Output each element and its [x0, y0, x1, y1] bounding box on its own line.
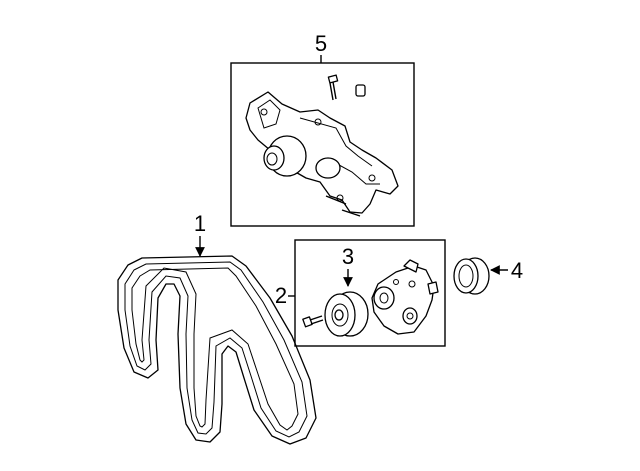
- callout-4: 4: [511, 258, 523, 283]
- water-pump-group: 5: [230, 31, 415, 227]
- water-pump-group-box: [230, 62, 415, 227]
- callout-2: 2: [275, 283, 287, 308]
- idler-pulley: [324, 291, 369, 337]
- pump-dowel: [355, 84, 366, 97]
- tensioner-bracket: [371, 259, 439, 335]
- callout-3: 3: [342, 244, 354, 269]
- serpentine-belt: 1: [117, 211, 317, 445]
- pump-bolt: [327, 74, 339, 101]
- callout-1: 1: [194, 211, 206, 236]
- tensioner-group-box: [294, 239, 446, 347]
- tensioner-bolt: [302, 315, 324, 328]
- fan-pulley: 4: [453, 257, 523, 295]
- tensioner-group: 2 3: [275, 239, 446, 347]
- water-pump: [245, 91, 399, 217]
- callout-5: 5: [315, 31, 327, 56]
